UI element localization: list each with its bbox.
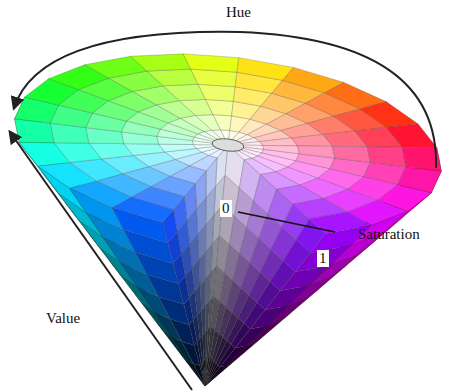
- hue-disc-cell: [158, 144, 196, 152]
- hue-disc-cell: [147, 69, 198, 86]
- hue-disc-cell: [263, 145, 299, 153]
- hue-disc-cell: [332, 146, 370, 162]
- hue-disc-cell: [131, 54, 191, 71]
- value-arrow: [10, 132, 192, 390]
- hue-disc-cell: [237, 58, 294, 81]
- hue-disc-cell: [298, 146, 335, 158]
- cut-face-cell: [205, 365, 220, 386]
- hue-disc-cell: [183, 54, 239, 72]
- hue-disc-cell: [213, 115, 232, 131]
- cone: [15, 54, 442, 386]
- hue-disc-cell: [367, 147, 406, 167]
- cut-face-cell: [194, 342, 201, 366]
- cut-face-cell: [231, 323, 250, 348]
- scale-number: 0: [220, 200, 232, 217]
- disc-hub: [211, 137, 244, 153]
- scale-number: 1: [317, 250, 329, 267]
- hue-disc-cell: [386, 124, 436, 148]
- cut-face-cell: [205, 300, 209, 332]
- saturation-label: Saturation: [358, 226, 420, 243]
- value-label: Value: [46, 310, 80, 327]
- saturation-axis-line: [238, 212, 335, 232]
- hue-disc-cell: [198, 84, 235, 101]
- hue-disc-cell: [260, 138, 298, 146]
- hue-disc-cell: [360, 102, 418, 128]
- cut-face-cell: [200, 364, 205, 386]
- cut-face-cell: [218, 344, 235, 367]
- cone-side-cell: [188, 361, 205, 386]
- hue-disc-cell: [244, 158, 276, 174]
- hue-arrow: [14, 32, 436, 168]
- hue-disc-cell: [206, 99, 234, 115]
- hue-label: Hue: [226, 4, 251, 21]
- cut-face-cell: [205, 329, 208, 359]
